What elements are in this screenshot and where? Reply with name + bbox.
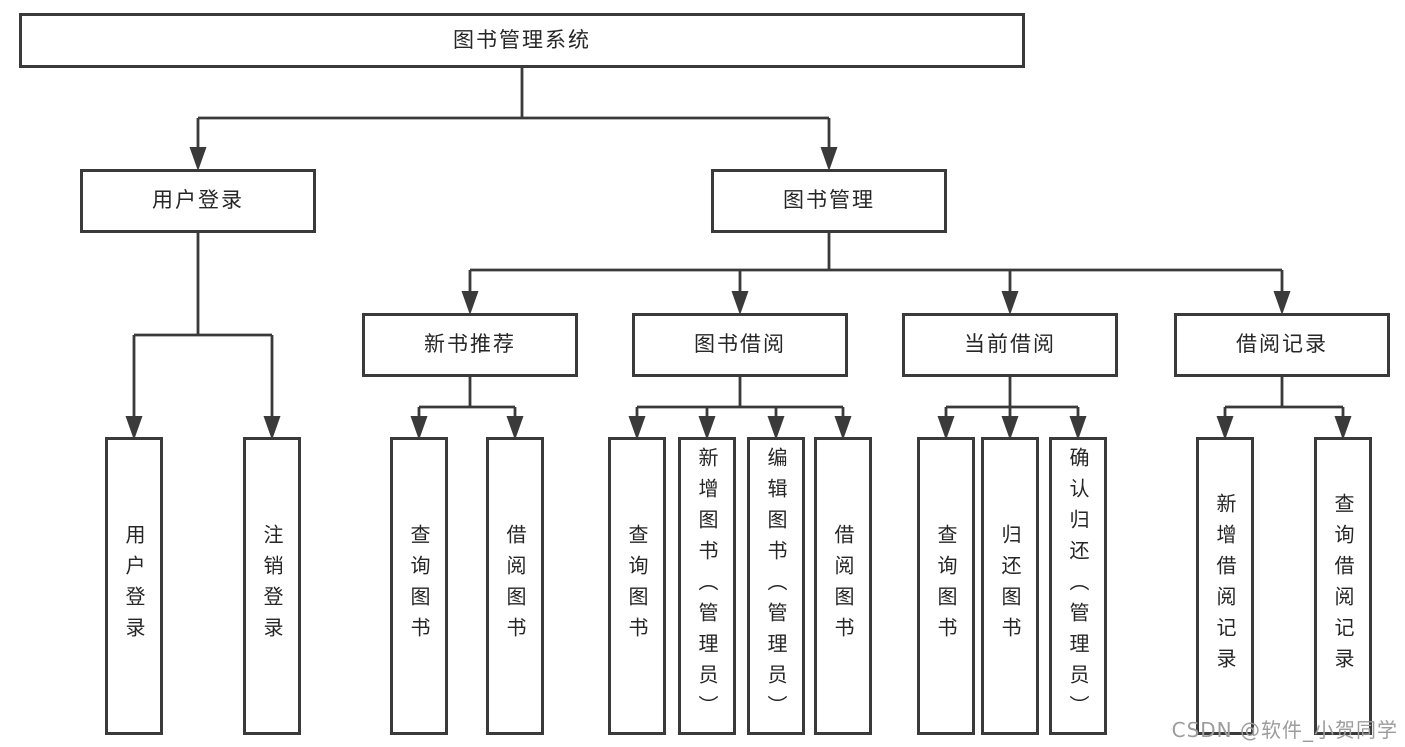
- leaf-borrow-books-recommend: 借阅图书: [486, 437, 544, 735]
- arrowhead-icon: [820, 147, 838, 171]
- node-book-borrowing: 图书借阅: [632, 313, 848, 377]
- leaf-user-login: 用户登录: [105, 437, 163, 735]
- arrowhead-icon: [125, 416, 143, 440]
- node-book-management: 图书管理: [711, 169, 947, 233]
- arrowhead-icon: [1216, 416, 1234, 440]
- arrowhead-icon: [1001, 416, 1019, 440]
- node-current-borrowing: 当前借阅: [902, 313, 1118, 377]
- leaf-query-books-current: 查询图书: [917, 437, 975, 735]
- arrowhead-icon: [628, 416, 646, 440]
- leaf-confirm-return-admin: 确认归还（管理员）: [1049, 437, 1107, 735]
- arrowhead-icon: [698, 416, 716, 440]
- arrowhead-icon: [263, 416, 281, 440]
- leaf-edit-books-admin: 编辑图书（管理员）: [747, 437, 805, 735]
- arrowhead-icon: [937, 416, 955, 440]
- arrowhead-icon: [410, 416, 428, 440]
- arrowhead-icon: [461, 291, 479, 315]
- leaf-borrow-books: 借阅图书: [814, 437, 872, 735]
- arrowhead-icon: [1001, 291, 1019, 315]
- csdn-watermark: CSDN @软件_小贺同学: [1171, 718, 1398, 742]
- leaf-return-books: 归还图书: [981, 437, 1039, 735]
- arrowhead-icon: [767, 416, 785, 440]
- arrowhead-icon: [189, 147, 207, 171]
- arrowhead-icon: [1334, 416, 1352, 440]
- arrowhead-icon: [506, 416, 524, 440]
- leaf-query-books-recommend: 查询图书: [390, 437, 448, 735]
- arrowhead-icon: [731, 291, 749, 315]
- arrowhead-icon: [1069, 416, 1087, 440]
- leaf-query-borrow-record: 查询借阅记录: [1314, 437, 1372, 735]
- leaf-add-borrow-record: 新增借阅记录: [1196, 437, 1254, 735]
- arrowhead-icon: [834, 416, 852, 440]
- arrowhead-icon: [1273, 291, 1291, 315]
- node-borrowing-records: 借阅记录: [1174, 313, 1390, 377]
- node-library-management-system: 图书管理系统: [19, 13, 1025, 68]
- node-new-book-recommendation: 新书推荐: [362, 313, 578, 377]
- leaf-logout: 注销登录: [243, 437, 301, 735]
- leaf-query-books-borrow: 查询图书: [608, 437, 666, 735]
- leaf-add-books-admin: 新增图书（管理员）: [678, 437, 736, 735]
- node-user-login: 用户登录: [80, 169, 316, 233]
